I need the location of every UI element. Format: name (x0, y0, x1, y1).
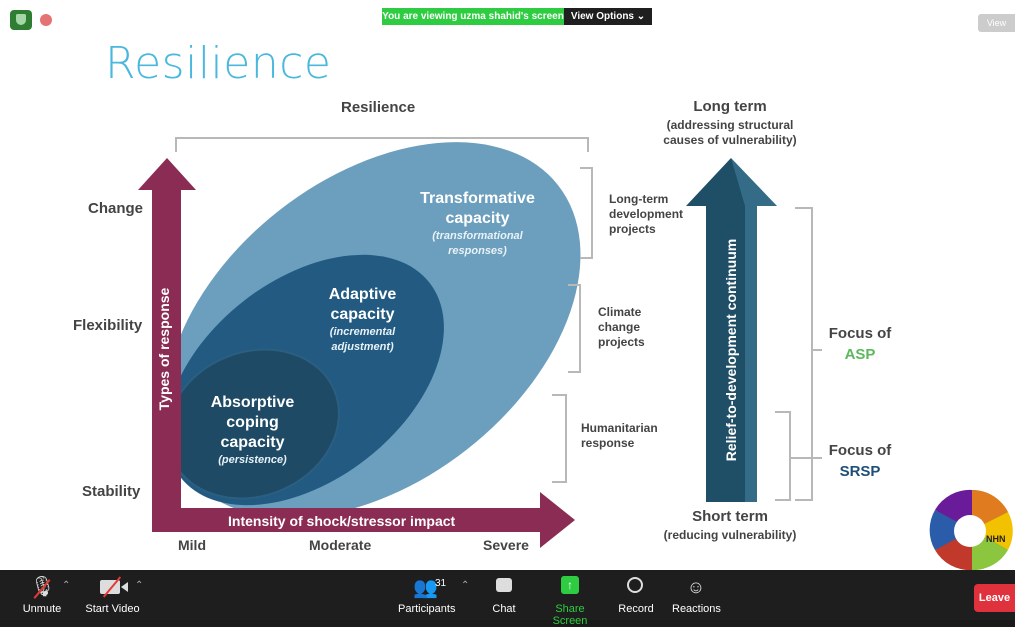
start-video-button[interactable]: Start Video (85, 603, 140, 615)
transformative-line1: Transformative (420, 190, 535, 207)
climate-line3: projects (598, 335, 645, 349)
absorptive-line2: coping (226, 414, 279, 431)
continuum-label: Relief-to-development continuum (723, 238, 739, 462)
climate-bracket (568, 284, 581, 373)
view-options-button[interactable]: View Options ⌄ (564, 8, 652, 25)
participants-count: 31 (435, 578, 447, 589)
reactions-button[interactable]: Reactions (672, 603, 721, 615)
focus-srsp: SRSP (839, 463, 881, 480)
climate-line2: change (598, 320, 641, 334)
short-term-label: Short term (692, 508, 768, 525)
adaptive-line1: Adaptive (328, 286, 397, 303)
level-flexibility: Flexibility (73, 317, 143, 334)
recording-icon (40, 14, 52, 26)
record-button[interactable]: Record (618, 603, 654, 615)
unmute-button[interactable]: Unmute (22, 603, 62, 615)
absorptive-capacity-label: Absorptive coping capacity (persistence) (195, 393, 310, 468)
adaptive-sub1: (incremental (329, 326, 396, 338)
organization-logo (929, 489, 1013, 571)
level-stability: Stability (82, 483, 141, 500)
absorptive-sub1: (persistence) (218, 454, 287, 466)
humanitarian-label: Humanitarian response (581, 421, 658, 451)
y-axis-arrow (138, 158, 196, 520)
adaptive-line2: capacity (330, 306, 395, 323)
humanitarian-line1: Humanitarian (581, 421, 658, 435)
intensity-severe: Severe (483, 537, 529, 553)
level-change: Change (88, 200, 144, 217)
video-caret-icon[interactable]: ⌃ (135, 580, 144, 591)
share-screen-icon[interactable]: ↑ (561, 576, 579, 594)
humanitarian-line2: response (581, 436, 635, 450)
x-axis-label: Intensity of shock/stressor impact (228, 513, 456, 529)
leave-button[interactable]: Leave (974, 584, 1015, 612)
slide-title: Resilience (105, 38, 332, 89)
intensity-moderate: Moderate (309, 537, 372, 553)
participants-icon[interactable]: 👥 (413, 577, 438, 599)
shield-icon[interactable] (10, 10, 32, 30)
transformative-line2: capacity (445, 210, 510, 227)
transformative-sub1: (transformational (432, 230, 523, 242)
resilience-bracket (175, 137, 589, 152)
view-button[interactable]: View (978, 14, 1015, 32)
continuum-arrow (686, 158, 777, 502)
absorptive-line3: capacity (220, 434, 285, 451)
longterm-bracket (580, 167, 593, 259)
absorptive-line1: Absorptive (210, 394, 295, 411)
short-term-sub: (reducing vulnerability) (663, 528, 797, 542)
focus-srsp-label: Focus of (828, 442, 892, 459)
resilience-label: Resilience (341, 99, 416, 116)
long-term-label: Long term (693, 98, 767, 115)
share-screen-button[interactable]: Share Screen (552, 603, 588, 627)
longterm-line2: development (609, 207, 684, 221)
srsp-bracket (775, 411, 791, 501)
chat-icon[interactable] (496, 578, 512, 592)
humanitarian-bracket (552, 394, 567, 483)
reactions-icon[interactable]: ☺ (686, 577, 706, 597)
unmute-caret-icon[interactable]: ⌃ (62, 580, 71, 591)
longterm-projects-label: Long-term development projects (609, 192, 683, 237)
transformative-sub2: responses) (448, 245, 507, 257)
longterm-line1: Long-term (609, 192, 669, 206)
focus-asp: ASP (844, 346, 876, 363)
transformative-capacity-label: Transformative capacity (transformationa… (395, 189, 560, 259)
participants-button[interactable]: Participants (398, 603, 456, 615)
long-term-sub2: causes of vulnerability) (663, 133, 797, 147)
adaptive-sub2: adjustment) (331, 341, 394, 353)
intensity-mild: Mild (178, 537, 206, 553)
continuum-highlight (731, 158, 777, 502)
long-term-sub: (addressing structural causes of vulnera… (650, 118, 810, 148)
viewing-banner: You are viewing uzma shahid's screen (382, 8, 564, 25)
climate-line1: Climate (598, 305, 642, 319)
x-axis-arrow (152, 492, 575, 548)
record-icon[interactable] (627, 577, 643, 593)
video-lens-icon (121, 582, 128, 592)
y-axis-label: Types of response (156, 287, 172, 411)
asp-bracket (795, 207, 813, 501)
chat-button[interactable]: Chat (492, 603, 516, 615)
logo-text: NHN (986, 534, 1006, 544)
focus-asp-label: Focus of (828, 325, 892, 342)
participants-caret-icon[interactable]: ⌃ (461, 580, 470, 591)
adaptive-capacity-label: Adaptive capacity (incremental adjustmen… (300, 285, 425, 355)
longterm-line3: projects (609, 222, 656, 236)
long-term-sub1: (addressing structural (666, 118, 794, 132)
climate-projects-label: Climate change projects (598, 305, 645, 350)
